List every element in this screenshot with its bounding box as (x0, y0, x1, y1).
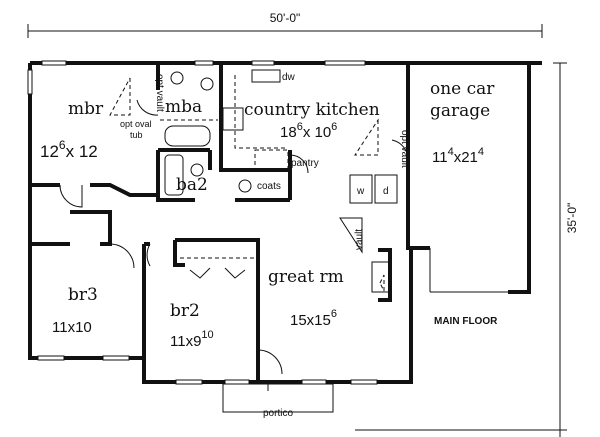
washer-label: w (356, 186, 365, 197)
great-rm-label: great rm (268, 267, 344, 287)
great-rm-vault: vault (354, 229, 365, 250)
mba-label: mba (165, 97, 202, 117)
depth-label: 35'-0" (565, 203, 579, 234)
dryer-label: d (383, 186, 389, 197)
fixtures (164, 69, 398, 292)
br2-size: 11x910 (170, 329, 214, 350)
vault-marker-great-rm (339, 217, 363, 254)
br3-label: br3 (68, 285, 98, 305)
portico (222, 383, 334, 413)
mbr-size: 126x 12 (40, 138, 98, 161)
doors (59, 99, 409, 375)
opt-tub-label-2: tub (130, 130, 143, 140)
main-floor-title: MAIN FLOOR (434, 316, 498, 327)
exterior-walls (28, 61, 542, 384)
kitchen-size: 186x 106 (280, 121, 337, 141)
mbr-opt-vault: opt vault (154, 74, 165, 112)
interior-walls (30, 63, 392, 391)
vault-marker-mbr (109, 77, 131, 116)
dimension-width: 50'-0" (27, 11, 543, 38)
dimension-depth: 35'-0" (355, 62, 579, 437)
vault-marker-garage (354, 118, 379, 156)
portico-label: portico (263, 408, 293, 419)
opt-tub-label: opt oval (120, 119, 152, 129)
coats-label: coats (257, 181, 281, 192)
mbr-label: mbr (68, 99, 104, 119)
great-rm-size: 15x156 (290, 308, 337, 329)
br2-label: br2 (170, 301, 200, 321)
br3-size: 11x10 (52, 319, 92, 336)
garage-label-2: garage (430, 101, 490, 121)
dishwasher-label: dw (282, 72, 296, 83)
garage-opt-vault: opt vault (399, 130, 410, 168)
kitchen-label: country kitchen (244, 100, 380, 120)
width-label: 50'-0" (270, 11, 301, 25)
windows (27, 60, 378, 385)
pantry-label: pantry (291, 158, 319, 169)
ba2-label: ba2 (176, 175, 208, 195)
garage-size: 114x214 (432, 146, 484, 166)
garage-label-1: one car (430, 79, 495, 99)
